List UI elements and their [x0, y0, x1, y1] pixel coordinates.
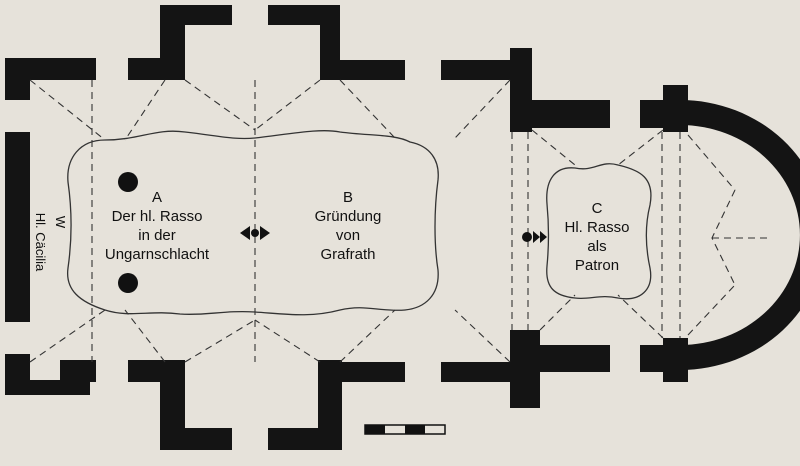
south-nave-window [405, 360, 441, 384]
field-c-label: C Hl. Rasso als Patron [564, 200, 629, 274]
choir-groins [531, 129, 664, 339]
choir-south-wall [520, 345, 680, 372]
field-c-line-2: als [587, 238, 606, 255]
choir-north-wall [520, 100, 680, 128]
north-transept-wall [160, 5, 340, 80]
fresco-field-c-outline [546, 163, 652, 300]
field-c-line-3: Patron [575, 257, 619, 274]
field-b-line-1: Gründung [315, 208, 382, 225]
altar-marker-choir [522, 231, 547, 243]
south-west-window [96, 358, 128, 384]
scale-bar [364, 424, 446, 435]
column-north [118, 172, 138, 192]
choir-north-window [610, 98, 640, 130]
choir-south-pier [663, 338, 688, 382]
north-west-window [96, 56, 128, 82]
field-b-line-3: Grafrath [320, 246, 375, 263]
field-a-line-2: in der [138, 227, 176, 244]
west-orientation-letter: W [53, 216, 68, 229]
west-wall [5, 58, 90, 395]
field-b-letter: B [343, 189, 353, 206]
field-b-line-2: von [336, 227, 360, 244]
west-window-north [4, 100, 32, 132]
wall-openings [4, 4, 640, 452]
vault-lines [29, 79, 770, 363]
field-c-letter: C [592, 200, 603, 217]
field-c-line-1: Hl. Rasso [564, 219, 629, 236]
west-wall-label: W Hl. Cäcilia [33, 213, 68, 272]
nave-north-groins [29, 79, 511, 141]
field-a-line-1: Der hl. Rasso [112, 208, 203, 225]
fresco-field-ab-outline [67, 130, 439, 316]
apse-ribs [687, 134, 770, 336]
field-a-line-3: Ungarnschlacht [105, 246, 210, 263]
west-window-south [4, 322, 32, 354]
field-a-label: A Der hl. Rasso in der Ungarnschlacht [105, 189, 210, 263]
south-transept-east-wall [318, 360, 342, 450]
column-south [118, 273, 138, 293]
west-wall-saint-label: Hl. Cäcilia [33, 213, 48, 272]
north-nave-window [405, 58, 441, 82]
nave-south-groins [29, 309, 511, 363]
choir-south-window [610, 343, 640, 375]
north-window [232, 4, 268, 26]
field-a-letter: A [152, 189, 162, 206]
pulpit-marker-nave [240, 226, 270, 240]
south-window [232, 427, 268, 452]
field-b-label: B Gründung von Grafrath [315, 189, 382, 263]
